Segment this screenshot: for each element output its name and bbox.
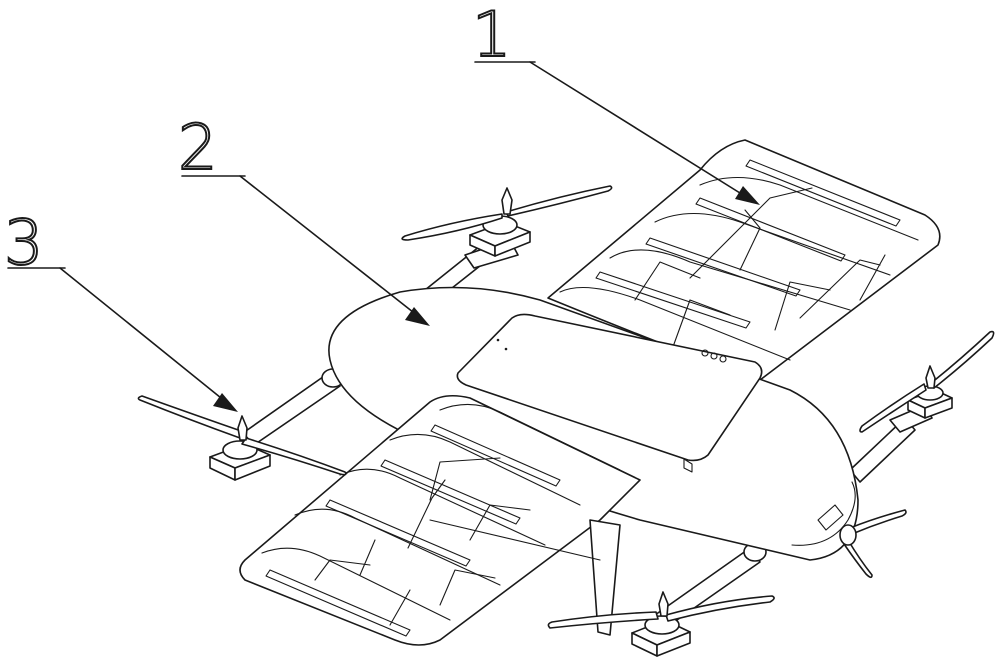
propeller-icon xyxy=(401,185,613,241)
motor-icon xyxy=(631,615,691,657)
leader-arrow-icon xyxy=(735,186,760,205)
leader-3 xyxy=(7,267,238,412)
rotor-front-left xyxy=(401,185,613,257)
rotor-rear-right xyxy=(547,591,775,657)
leader-arrow-icon xyxy=(213,393,238,412)
boom-rear-left xyxy=(242,368,345,446)
propeller-icon xyxy=(547,591,775,629)
motor-icon xyxy=(907,385,953,419)
fuselage xyxy=(328,286,859,561)
propeller-icon xyxy=(137,395,347,476)
callout-label-1: 1 xyxy=(471,0,512,71)
leader-2 xyxy=(181,175,430,326)
wing-near xyxy=(239,394,641,646)
rotor-rear-left xyxy=(137,395,347,481)
motor-icon xyxy=(469,215,531,257)
leader-arrow-icon xyxy=(405,307,430,326)
rotor-nose xyxy=(839,509,907,579)
callout-label-2: 2 xyxy=(177,111,218,184)
leader-1 xyxy=(474,61,760,205)
propeller-icon xyxy=(859,330,995,433)
boom-front-right xyxy=(849,404,933,483)
propeller-icon xyxy=(839,509,907,579)
rotor-front-right xyxy=(859,330,995,433)
callout-label-3: 3 xyxy=(3,206,44,279)
